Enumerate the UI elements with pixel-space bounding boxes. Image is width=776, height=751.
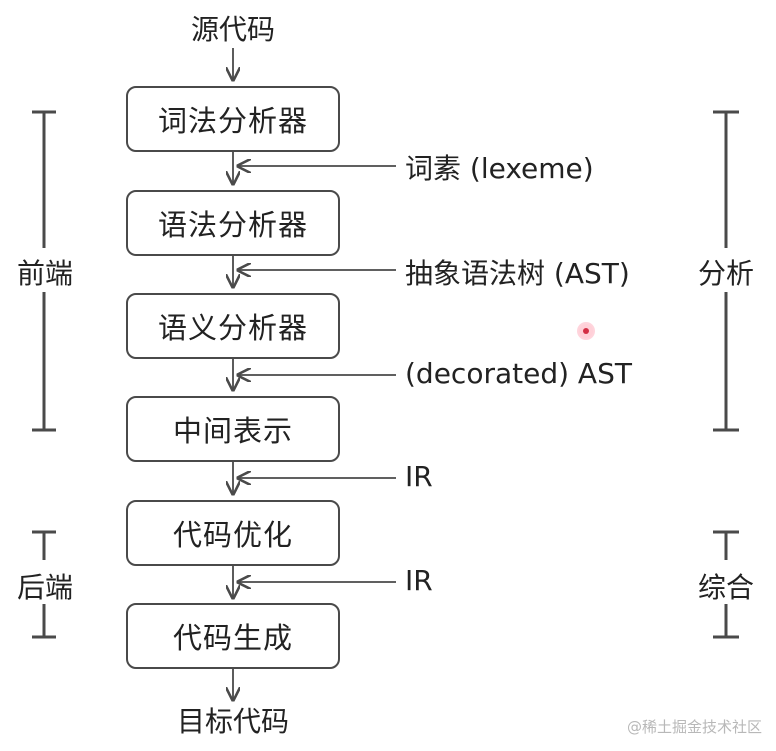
- watermark: @稀土掘金技术社区: [626, 718, 762, 736]
- pointer-cursor-icon: [579, 324, 593, 338]
- frontend-bracket: [32, 110, 56, 432]
- code-generation-stage-box: 代码生成: [126, 603, 340, 669]
- synthesis-label: 综合: [697, 571, 754, 604]
- backend-bracket: [32, 530, 56, 639]
- backend-label: 后端: [16, 571, 73, 604]
- analysis-label: 分析: [697, 257, 754, 290]
- code-optimization-stage-box: 代码优化: [126, 500, 340, 566]
- frontend-label: 前端: [16, 257, 73, 290]
- parser-stage-box: 语法分析器: [126, 190, 340, 256]
- source-code-label: 源代码: [190, 13, 275, 46]
- lexer-stage-box: 词法分析器: [126, 86, 340, 152]
- ir-label: IR: [405, 564, 433, 597]
- semantic-analyzer-stage-box: 语义分析器: [126, 293, 340, 359]
- lexeme-label: 词素 (lexeme): [405, 152, 594, 185]
- ir-label: IR: [405, 460, 433, 493]
- target-code-label: 目标代码: [176, 705, 289, 738]
- analysis-bracket: [713, 110, 739, 432]
- intermediate-representation-stage-box: 中间表示: [126, 396, 340, 462]
- synthesis-bracket: [713, 530, 739, 639]
- decorated-ast-label: (decorated) AST: [405, 357, 632, 390]
- ast-label: 抽象语法树 (AST): [405, 257, 630, 290]
